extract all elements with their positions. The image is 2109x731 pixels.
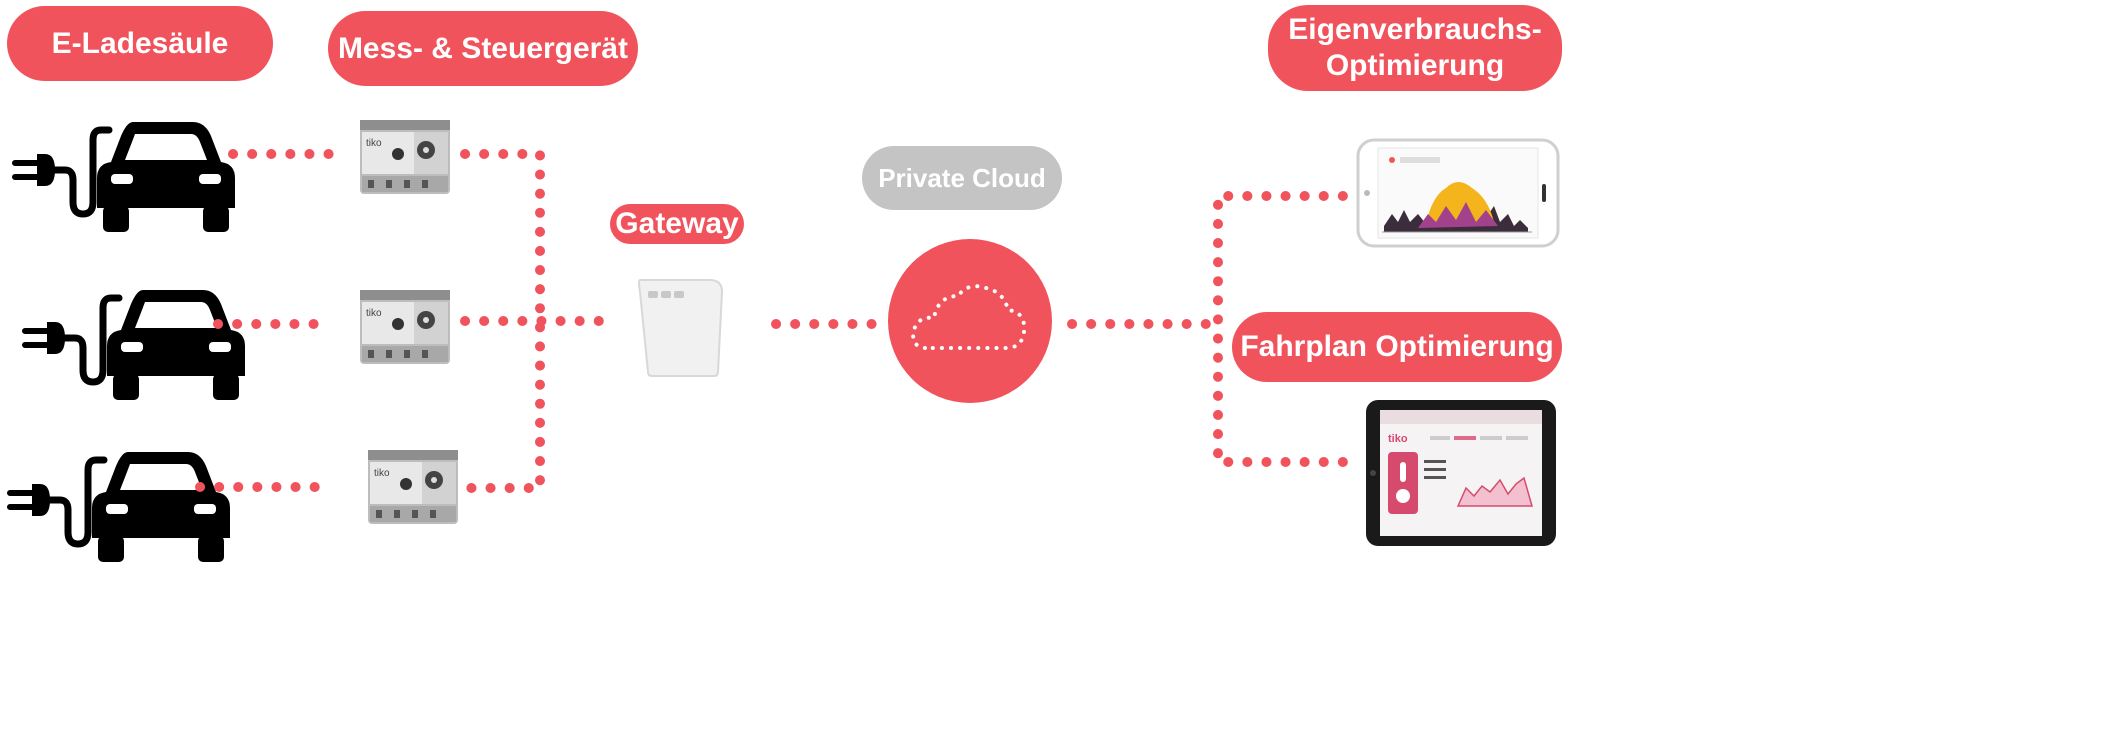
- label-private-cloud-text: Private Cloud: [878, 162, 1046, 193]
- label-e-ladesaeule: E-Ladesäule: [7, 6, 273, 81]
- cloud-icon: [888, 239, 1052, 403]
- svg-text:tiko: tiko: [1388, 433, 1408, 445]
- label-eigenverbrauchs-line2: Optimierung: [1325, 49, 1505, 82]
- meter-device-icon: [360, 120, 450, 194]
- label-mess-steuergeraet: Mess- & Steuergerät: [328, 11, 638, 86]
- ev-charging-car-icon: [25, 290, 245, 400]
- label-e-ladesaeule-text: E-Ladesäule: [51, 26, 229, 60]
- gateway-router-icon: [638, 279, 724, 377]
- label-gateway-text: Gateway: [615, 207, 739, 240]
- meter-device-icon: [360, 290, 450, 364]
- label-gateway: Gateway: [610, 204, 744, 244]
- label-fahrplan-optimierung: Fahrplan Optimierung: [1232, 312, 1562, 382]
- label-eigenverbrauchs-optimierung: Eigenverbrauchs- Optimierung: [1268, 5, 1562, 91]
- label-mess-steuergeraet-text: Mess- & Steuergerät: [337, 31, 629, 65]
- smartphone-icon: [1356, 138, 1560, 248]
- label-fahrplan-optimierung-text: Fahrplan Optimierung: [1240, 330, 1554, 363]
- ev-charging-car-icon: [10, 452, 230, 562]
- dotted-connections: [195, 149, 1367, 493]
- label-private-cloud: Private Cloud: [862, 146, 1062, 210]
- meter-device-icon: [368, 450, 458, 524]
- tablet-icon: tiko: [1366, 400, 1556, 546]
- label-eigenverbrauchs-line1: Eigenverbrauchs-: [1288, 13, 1542, 46]
- ev-charging-car-icon: [15, 122, 235, 232]
